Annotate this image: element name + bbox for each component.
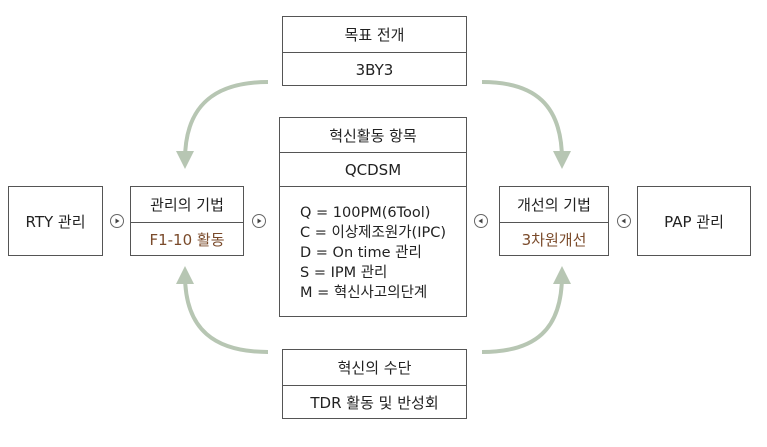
pap-management-box: PAP 관리 (637, 186, 751, 256)
goal-deployment-box: 목표 전개 3BY3 (282, 16, 467, 86)
play-left-icon (617, 214, 631, 228)
innovation-items-title: 혁신활동 항목 (329, 126, 417, 145)
management-technique-box: 관리의 기법 F1-10 활동 (130, 186, 244, 256)
rty-management-box: RTY 관리 (8, 186, 103, 256)
list-item: S = IPM 관리 (300, 265, 388, 281)
innovation-items-list: Q = 100PM(6Tool) C = 이상제조원가(IPC) D = On … (300, 203, 446, 303)
management-technique-title: 관리의 기법 (150, 196, 224, 214)
arrow-top-right (481, 80, 571, 169)
innovation-items-box: 혁신활동 항목 QCDSM Q = 100PM(6Tool) C = 이상제조원… (279, 117, 467, 317)
improvement-technique-title: 개선의 기법 (517, 196, 591, 214)
innovation-items-value: QCDSM (280, 152, 466, 186)
rty-management-label: RTY 관리 (25, 212, 86, 231)
innovation-means-value: TDR 활동 및 반성회 (283, 385, 466, 419)
arrow-top-left (176, 80, 269, 169)
goal-deployment-title: 목표 전개 (344, 26, 405, 44)
pap-management-label: PAP 관리 (664, 212, 724, 231)
arrow-bottom-left (176, 266, 269, 354)
management-technique-value: F1-10 활동 (131, 222, 243, 256)
play-right-icon (110, 214, 124, 228)
innovation-means-title: 혁신의 수단 (337, 359, 412, 377)
improvement-technique-value: 3차원개선 (500, 222, 608, 256)
innovation-means-box: 혁신의 수단 TDR 활동 및 반성회 (282, 349, 467, 419)
play-right-icon (252, 214, 266, 228)
play-left-icon (474, 214, 488, 228)
list-item: D = On time 관리 (300, 245, 422, 261)
list-item: C = 이상제조원가(IPC) (300, 225, 446, 241)
goal-deployment-value: 3BY3 (283, 52, 466, 86)
arrow-bottom-right (481, 266, 571, 354)
list-item: M = 혁신사고의단계 (300, 285, 428, 301)
improvement-technique-box: 개선의 기법 3차원개선 (499, 186, 609, 256)
list-item: Q = 100PM(6Tool) (300, 205, 431, 221)
